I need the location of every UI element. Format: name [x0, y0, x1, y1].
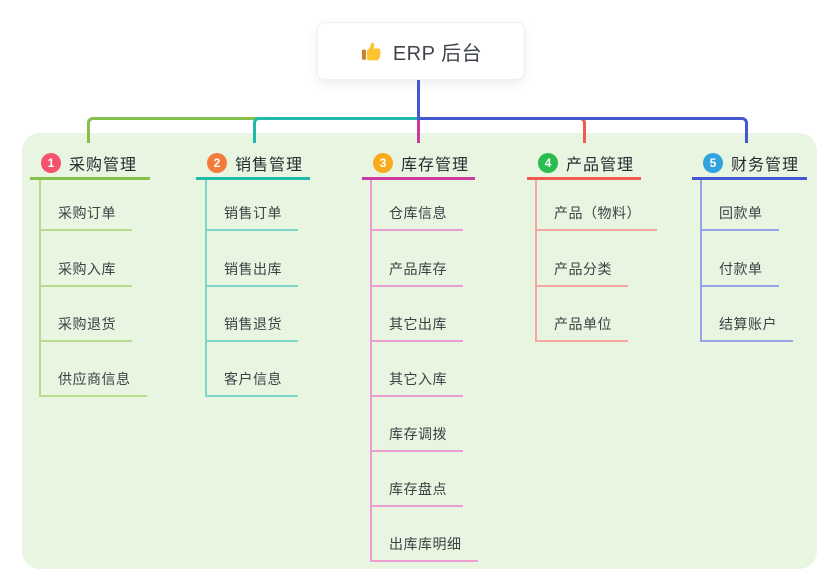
child-item[interactable]: 采购退货	[39, 315, 132, 342]
topic-label: 销售管理	[235, 157, 304, 174]
child-item[interactable]: 结算账户	[700, 315, 793, 342]
child-item[interactable]: 库存调拨	[370, 425, 463, 452]
thumbs-up-icon	[360, 40, 383, 63]
spine-branch-2	[205, 180, 207, 397]
topic-sales[interactable]: 2 销售管理	[196, 149, 310, 180]
child-item[interactable]: 销售出库	[205, 260, 298, 287]
root-stem	[417, 79, 420, 120]
child-item[interactable]: 采购入库	[39, 260, 132, 287]
connector-branch-5	[417, 117, 748, 143]
topic-finance[interactable]: 5 财务管理	[692, 149, 807, 180]
child-item[interactable]: 产品库存	[370, 260, 463, 287]
spine-branch-4	[535, 180, 537, 342]
topic-label: 财务管理	[731, 157, 800, 174]
badge-4: 4	[538, 153, 558, 173]
child-item[interactable]: 销售订单	[205, 204, 298, 231]
connector-branch-3	[417, 117, 420, 143]
badge-5: 5	[703, 153, 723, 173]
topic-product[interactable]: 4 产品管理	[527, 149, 641, 180]
connector-branch-2	[253, 117, 420, 143]
badge-3: 3	[373, 153, 393, 173]
child-item[interactable]: 产品分类	[535, 260, 628, 287]
topic-label: 产品管理	[566, 157, 635, 174]
spine-branch-5	[700, 180, 702, 342]
spine-branch-1	[39, 180, 41, 397]
badge-1: 1	[41, 153, 61, 173]
child-item[interactable]: 采购订单	[39, 204, 132, 231]
mindmap-panel	[22, 133, 817, 569]
root-title: ERP 后台	[392, 42, 483, 65]
child-item[interactable]: 供应商信息	[39, 370, 147, 397]
topic-label: 库存管理	[401, 157, 470, 174]
child-item[interactable]: 回款单	[700, 204, 779, 231]
child-item[interactable]: 客户信息	[205, 370, 298, 397]
child-item[interactable]: 销售退货	[205, 315, 298, 342]
child-item[interactable]: 出库库明细	[370, 535, 478, 562]
child-item[interactable]: 付款单	[700, 260, 779, 287]
child-item[interactable]: 其它入库	[370, 370, 463, 397]
spine-branch-3	[370, 180, 372, 562]
child-item[interactable]: 其它出库	[370, 315, 463, 342]
topic-label: 采购管理	[69, 157, 138, 174]
child-item[interactable]: 产品（物料）	[535, 204, 657, 231]
child-item[interactable]: 仓库信息	[370, 204, 463, 231]
root-node[interactable]: ERP 后台	[317, 22, 525, 80]
topic-inventory[interactable]: 3 库存管理	[362, 149, 475, 180]
badge-2: 2	[207, 153, 227, 173]
child-item[interactable]: 产品单位	[535, 315, 628, 342]
child-item[interactable]: 库存盘点	[370, 480, 463, 507]
topic-purchase[interactable]: 1 采购管理	[30, 149, 150, 180]
